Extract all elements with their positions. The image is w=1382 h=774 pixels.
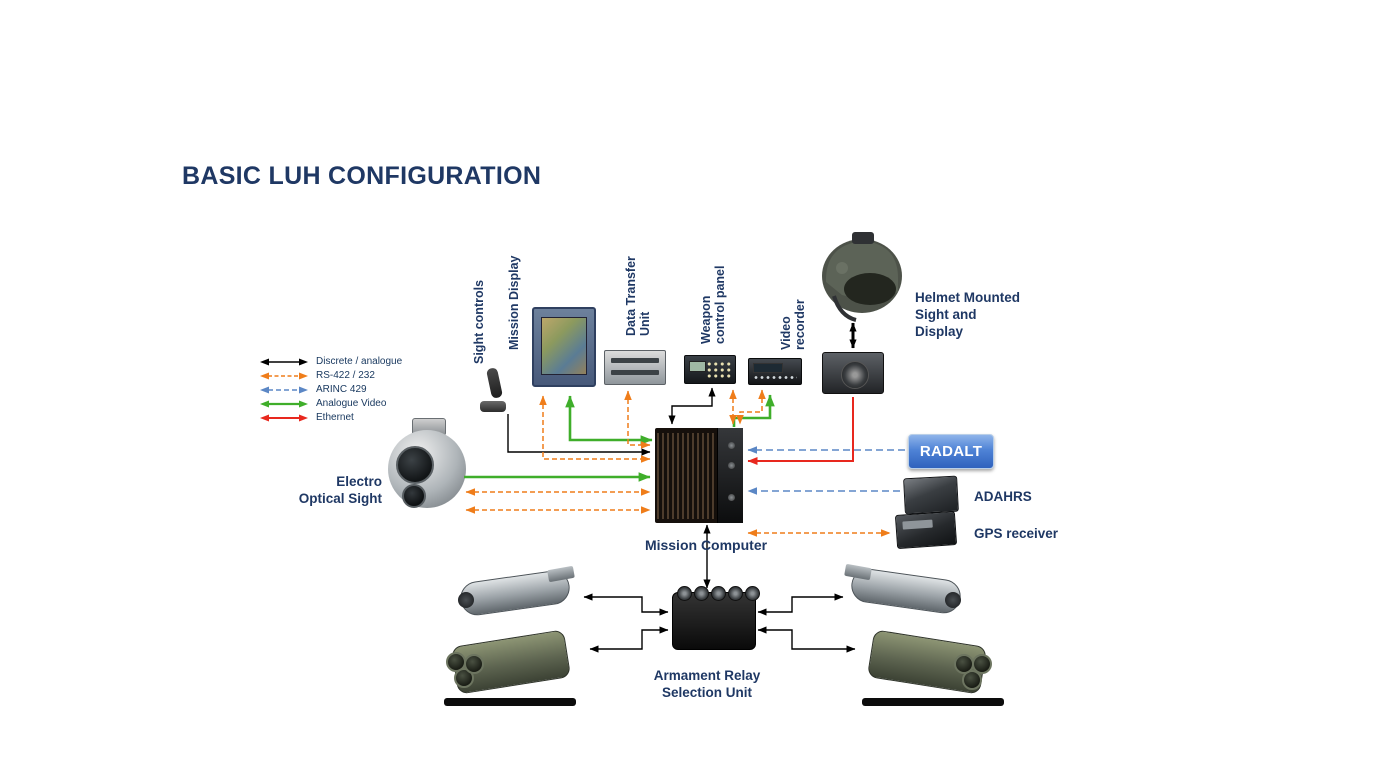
armament-relay-unit-image [672,586,760,650]
wire-display-computer-rs422 [539,395,651,463]
recorder-keys-icon [753,374,797,381]
sensor-lens-small-icon [402,484,426,508]
legend-label: ARINC 429 [316,383,367,395]
page-title: BASIC LUH CONFIGURATION [182,162,542,190]
label-weapon-control-panel: Weapon control panel [699,265,728,344]
connector-icon [728,462,735,469]
gun-pod-fin-icon [844,563,872,581]
wire-recorder-computer-video [732,394,775,427]
legend-arrow-red-icon [260,414,308,421]
helmet-image [812,228,908,324]
legend-label: RS-422 / 232 [316,369,375,381]
gun-pod-left-image [456,560,576,626]
legend-item-analogue-video: Analogue Video [260,398,402,409]
wire-display-computer-video [565,395,653,445]
dtu-slot-icon [611,370,659,375]
label-helmet-mounted-sight: Helmet Mounted Sight and Display [915,290,1021,339]
legend-item-arinc429: ARINC 429 [260,384,402,395]
legend-item-ethernet: Ethernet [260,412,402,423]
gun-pod-right-image [843,558,963,624]
label-armament-relay-selection-unit: Armament Relay Selection Unit [653,668,761,700]
legend-item-rs422: RS-422 / 232 [260,370,402,381]
label-gps-receiver: GPS receiver [974,526,1059,541]
label-adahrs: ADAHRS [974,489,1032,504]
adahrs-image [903,475,959,515]
weapon-control-panel-image [684,355,736,384]
recorder-display-icon [753,363,783,373]
legend-arrow-orange-icon [260,372,308,379]
radalt-box: RADALT [908,434,994,469]
wire-arsu-gunpod-right [757,593,844,616]
gun-pod-fin-icon [547,565,575,583]
sight-controls-image [478,366,508,412]
legend-label: Ethernet [316,411,354,423]
panel-keys-icon [706,361,732,379]
electro-optical-sight-image [388,418,468,530]
wire-recorder-computer-rs422 [736,389,766,425]
arsu-connectors-icon [677,586,760,601]
wire-sightcontrols-computer [507,414,651,456]
data-transfer-unit-image [604,350,666,385]
connector-icon [728,442,735,449]
label-mission-computer: Mission Computer [644,537,768,553]
fan-icon [841,361,869,389]
video-recorder-image [748,358,802,385]
wire-weaponpanel-computer [668,387,716,425]
mission-display-image [532,307,596,387]
mission-computer-image [655,428,743,523]
hmsd-electronics-image [822,352,884,394]
legend-arrow-blue-icon [260,386,308,393]
rocket-tube-icon [962,670,982,690]
legend-item-discrete-analogue: Discrete / analogue [260,356,402,367]
cooling-fins-icon [657,433,717,519]
legend-label: Analogue Video [316,397,387,409]
dtu-slot-icon [611,358,659,363]
panel-screen-icon [689,361,706,372]
label-electro-optical-sight: Electro Optical Sight [298,474,382,506]
rocket-launcher-right-image [860,624,1006,706]
legend-label: Discrete / analogue [316,355,403,367]
gun-pod-nose-icon [458,592,474,608]
bus-legend: Discrete / analogue RS-422 / 232 ARINC 4… [260,356,402,423]
legend-arrow-black-icon [260,358,308,365]
gps-label-stripe-icon [902,519,933,530]
label-data-transfer-unit: Data Transfer Unit [624,256,653,336]
wire-dtu-computer-rs422 [624,390,651,449]
radalt-label: RADALT [919,443,983,460]
legend-arrow-green-icon [260,400,308,407]
photo-shadow [862,698,1004,706]
label-mission-display: Mission Display [507,255,521,350]
wire-arsu-gunpod-left [583,593,669,616]
helmet-icon [822,232,902,322]
label-sight-controls: Sight controls [472,279,486,364]
gun-pod-nose-icon [945,592,961,608]
photo-shadow [444,698,576,706]
sensor-lens-icon [396,446,434,484]
label-video-recorder: Video recorder [779,299,808,350]
joystick-base-icon [480,401,506,412]
gps-receiver-image [894,510,958,550]
rocket-tube-icon [464,654,484,674]
rocket-launcher-left-image [442,624,578,706]
rocket-tube-icon [954,654,974,674]
wire-arsu-rocket-right [757,626,856,653]
display-screen-icon [541,317,587,375]
joystick-grip-icon [486,367,503,399]
connector-icon [728,494,735,501]
wire-arsu-rocket-left [589,626,669,653]
wire-hmsd-computer-ethernet [747,397,854,465]
